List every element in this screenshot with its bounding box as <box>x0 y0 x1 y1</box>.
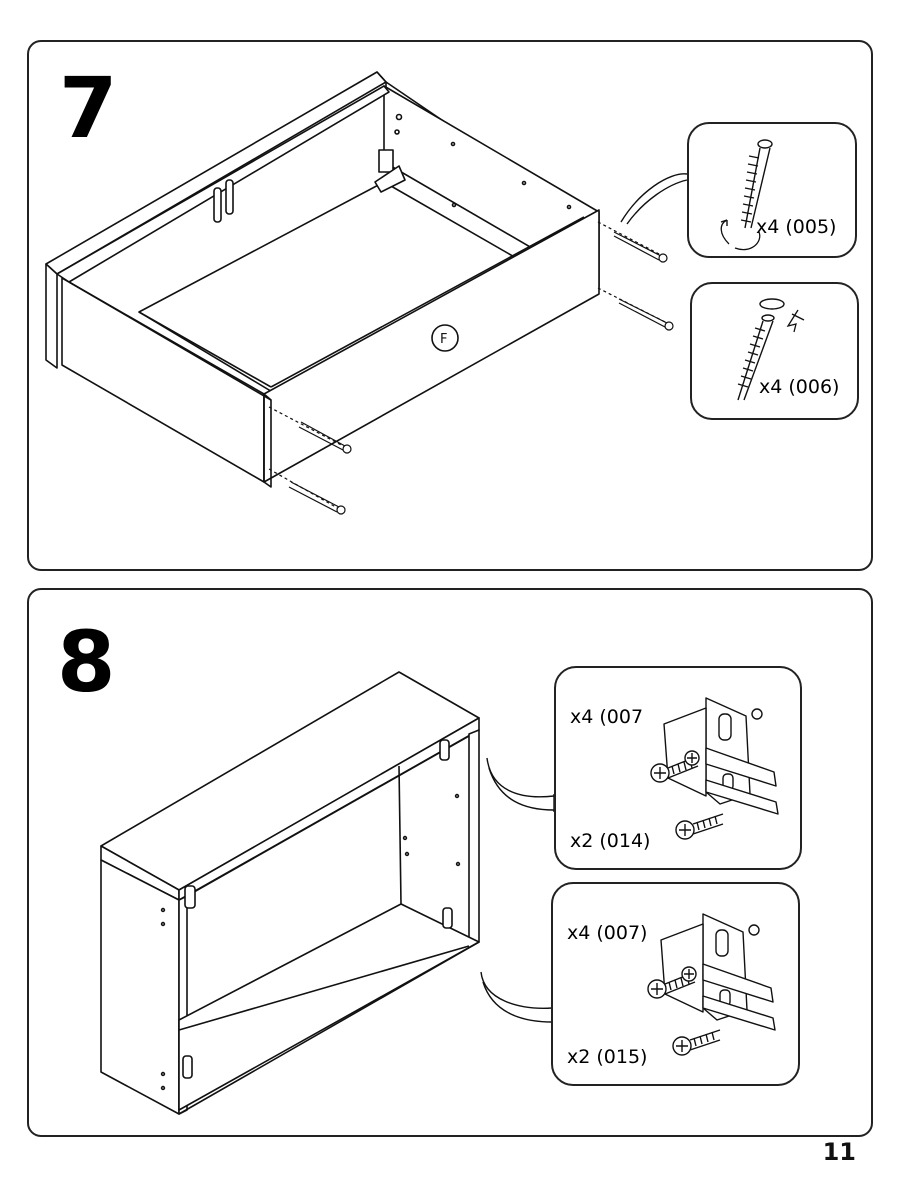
step-number: 8 <box>57 613 115 711</box>
hardware-callout-006: x4 (006) <box>690 282 859 420</box>
hardware-callout-007-015: x4 (007) x2 (015) <box>551 882 800 1086</box>
quantity-label-screw: x2 (014) <box>570 830 651 852</box>
quantity-label-hinge: x4 (007) <box>567 922 648 944</box>
step-number: 7 <box>59 59 117 157</box>
step-8-panel: 8 <box>27 588 873 1137</box>
quantity-label: x4 (006) <box>759 376 840 398</box>
quantity-label-screw: x2 (015) <box>567 1046 648 1068</box>
quantity-label-hinge: x4 (007 <box>570 706 644 728</box>
cabinet-frame-drawing <box>100 671 555 1115</box>
hinge-plate-icon <box>650 697 779 840</box>
drawer-assembly-drawing: F <box>45 71 688 515</box>
page-number: 11 <box>822 1138 856 1166</box>
screw-long-icon <box>720 139 773 251</box>
screw-with-cap-icon <box>737 298 805 401</box>
hardware-callout-005: x4 (005) <box>687 122 857 258</box>
hinge-plate-icon <box>647 913 776 1056</box>
step-7-panel: 7 F <box>27 40 873 571</box>
hardware-callout-007-014: x4 (007 x2 (014) <box>554 666 802 870</box>
part-label-f: F <box>440 332 447 347</box>
quantity-label: x4 (005) <box>756 216 837 238</box>
